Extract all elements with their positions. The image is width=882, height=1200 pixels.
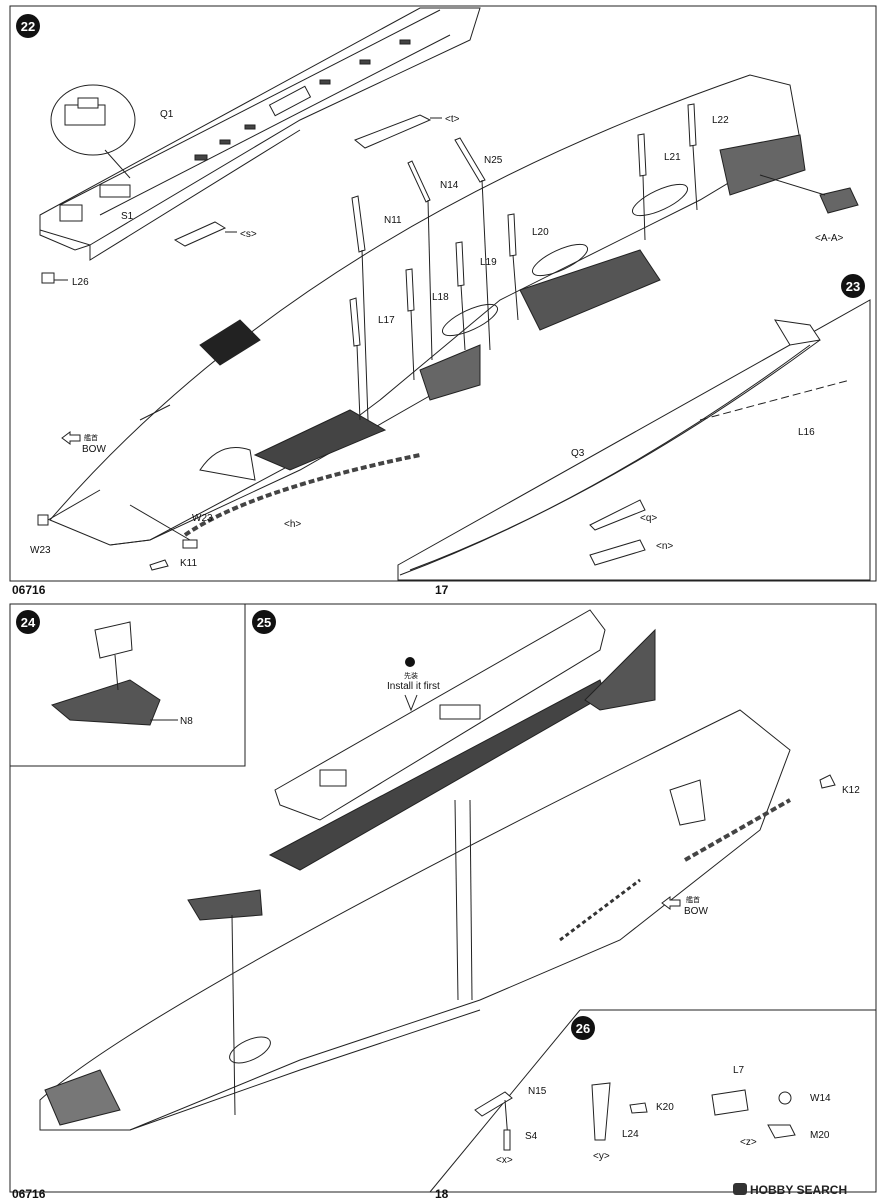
label-w14: W14 [810, 1093, 831, 1104]
step26-labels: N15 S4 <x> K20 L24 <y> L7 W14 M20 <z> [496, 1065, 831, 1166]
page-number-17: 17 [435, 583, 449, 597]
bow-label-bottom: BOW [684, 906, 708, 917]
step-23-badge: 23 [841, 274, 865, 298]
label-q3: Q3 [571, 448, 585, 459]
bow-indicator-top: 艦首 BOW [61, 431, 106, 455]
step26-parts [474, 1082, 796, 1151]
install-first-note: 先装 Install it first [387, 657, 440, 712]
step-24-frame [9, 603, 246, 767]
hull-main-step22 [49, 74, 806, 546]
label-n8: N8 [180, 716, 193, 727]
step23-labels: L16 Q3 <q> <n> [571, 427, 815, 552]
page-code-top: 06716 [12, 583, 46, 597]
label-k20: K20 [656, 1102, 674, 1113]
part-l26 [41, 272, 68, 284]
label-n11: N11 [384, 215, 402, 226]
label-l17: L17 [378, 315, 395, 326]
bow-cjk: 艦首 [84, 433, 98, 442]
label-h: <h> [284, 519, 301, 530]
part-s [173, 221, 237, 247]
label-l18: L18 [432, 292, 449, 303]
label-x: <x> [496, 1155, 513, 1166]
label-l21: L21 [664, 152, 681, 163]
label-n14: N14 [440, 180, 459, 191]
label-n25: N25 [484, 155, 503, 166]
label-s4: S4 [525, 1131, 538, 1142]
top-page-frame [9, 5, 877, 582]
step-23-number: 23 [846, 279, 860, 294]
label-k12: K12 [842, 785, 860, 796]
step-26-number: 26 [576, 1021, 590, 1036]
part-a-a [759, 174, 859, 214]
bow-indicator-bottom: 艦首 BOW [661, 895, 708, 917]
label-z: <z> [740, 1137, 757, 1148]
label-l22: L22 [712, 115, 729, 126]
install-first-label: Install it first [387, 681, 440, 692]
install-first-cjk: 先装 [404, 671, 418, 680]
bow-label: BOW [82, 444, 106, 455]
step-24-number: 24 [21, 615, 36, 630]
label-l16: L16 [798, 427, 815, 438]
hull-main-step25 [39, 709, 836, 1131]
label-n: <n> [656, 541, 673, 552]
step-24-badge: 24 [16, 610, 40, 634]
label-n15: N15 [528, 1086, 547, 1097]
label-l19: L19 [480, 257, 497, 268]
label-w23-a: W23 [192, 513, 213, 524]
step-26-badge: 26 [571, 1016, 595, 1040]
label-s1: S1 [121, 211, 134, 222]
detail-callout-circle [50, 84, 136, 179]
label-s: <s> [240, 229, 257, 240]
step-22-badge: 22 [16, 14, 40, 38]
hull-section-step25-top [268, 609, 656, 871]
step-25-badge: 25 [252, 610, 276, 634]
step-22-number: 22 [21, 19, 35, 34]
label-m20: M20 [810, 1130, 830, 1141]
bow-cjk-bottom: 艦首 [686, 895, 700, 904]
label-l7: L7 [733, 1065, 745, 1076]
label-q1: Q1 [160, 109, 174, 120]
step22-labels: Q1 S1 <s> L26 <t> N25 N14 N11 L22 L21 L2… [30, 109, 844, 569]
hull-section-top [39, 7, 481, 261]
label-l24: L24 [622, 1129, 639, 1140]
watermark-text: HOBBY SEARCH [750, 1183, 847, 1197]
watermark: HOBBY SEARCH [733, 1183, 847, 1197]
label-l20: L20 [532, 227, 549, 238]
label-w23-b: W23 [30, 545, 51, 556]
label-l26: L26 [72, 277, 89, 288]
part-n8 [50, 621, 178, 726]
page-code-bottom: 06716 [12, 1187, 46, 1200]
part-t [354, 114, 442, 149]
step-23-panel [397, 299, 871, 581]
page-number-18: 18 [435, 1187, 449, 1200]
mast-parts [349, 103, 698, 421]
label-k11: K11 [180, 558, 197, 569]
label-t: <t> [445, 114, 460, 125]
step-25-number: 25 [257, 615, 271, 630]
bottom-page-frame [9, 603, 877, 1193]
label-a-a: <A-A> [815, 233, 844, 244]
label-q: <q> [640, 513, 657, 524]
small-parts-bow [37, 489, 198, 571]
label-y: <y> [593, 1151, 610, 1162]
